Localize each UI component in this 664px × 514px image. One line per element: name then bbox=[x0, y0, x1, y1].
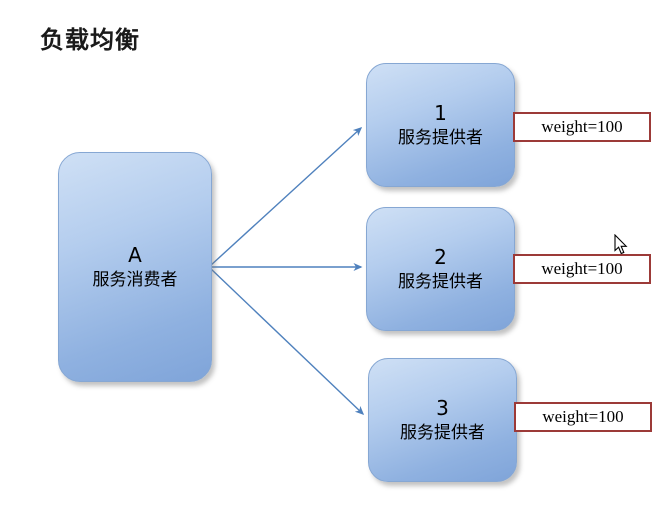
mouse-cursor-icon bbox=[614, 234, 628, 255]
weight-label-text: weight=100 bbox=[542, 407, 624, 426]
weight-label-2: weight=100 bbox=[513, 254, 651, 284]
provider-node-id: 2 bbox=[434, 245, 447, 270]
provider-node-1: 1 服务提供者 bbox=[366, 63, 515, 187]
consumer-node: A 服务消费者 bbox=[58, 152, 212, 382]
page-title: 负载均衡 bbox=[40, 26, 140, 54]
provider-node-id: 3 bbox=[436, 396, 449, 421]
weight-label-1: weight=100 bbox=[513, 112, 651, 142]
consumer-node-label: 服务消费者 bbox=[92, 270, 178, 291]
weight-label-3: weight=100 bbox=[514, 402, 652, 432]
arrow-consumer-to-provider-3 bbox=[209, 267, 365, 416]
provider-node-2: 2 服务提供者 bbox=[366, 207, 515, 331]
provider-node-label: 服务提供者 bbox=[398, 272, 483, 293]
provider-node-label: 服务提供者 bbox=[400, 423, 485, 444]
provider-node-id: 1 bbox=[434, 101, 447, 126]
weight-label-text: weight=100 bbox=[541, 259, 623, 278]
arrow-consumer-to-provider-1 bbox=[209, 126, 363, 267]
provider-node-label: 服务提供者 bbox=[398, 128, 483, 149]
consumer-node-id: A bbox=[128, 243, 142, 268]
weight-label-text: weight=100 bbox=[541, 117, 623, 136]
provider-node-3: 3 服务提供者 bbox=[368, 358, 517, 482]
